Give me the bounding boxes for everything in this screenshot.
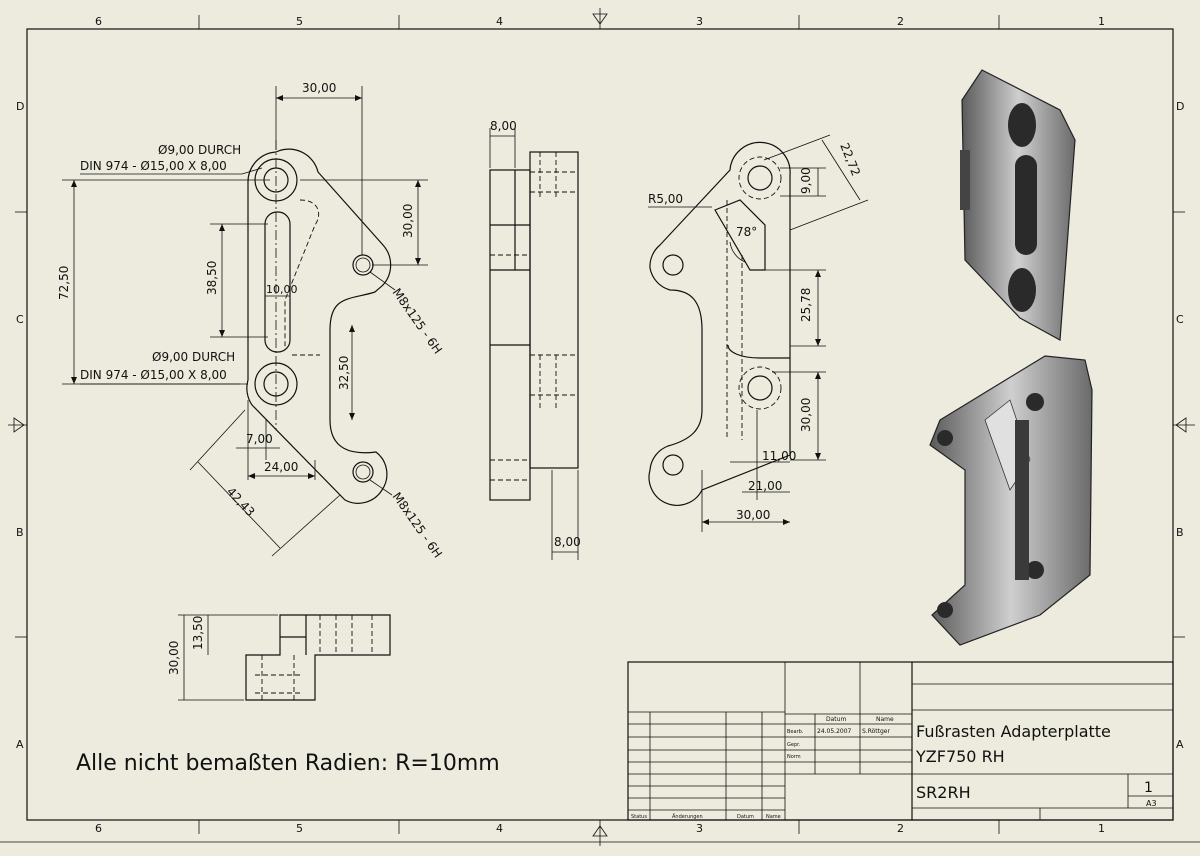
tb-foot-name: Name (766, 814, 781, 820)
tb-col-datum: Datum (826, 716, 846, 723)
zone-bottom-4: 4 (496, 822, 503, 835)
front-view (246, 140, 392, 504)
tb-format: A3 (1146, 799, 1157, 808)
thread-callout-top: M8x125 - 6H (390, 286, 445, 357)
zone-top-1: 1 (1098, 15, 1105, 28)
zone-bottom-5: 5 (296, 822, 303, 835)
dim-rear-radius: R5,00 (648, 192, 683, 206)
zone-left-C: C (16, 313, 24, 326)
dim-bottom-h1350: 13,50 (191, 616, 205, 650)
zone-top-4: 4 (496, 15, 503, 28)
dim-rear-diagonal: 22,72 (837, 141, 863, 178)
tb-foot-changes: Änderungen (672, 813, 703, 820)
hole-callout-top-line2: DIN 974 - Ø15,00 X 8,00 (80, 159, 227, 173)
dim-side-bottom-width: 8,00 (554, 535, 581, 549)
zone-top-5: 5 (296, 15, 303, 28)
dim-rear-angle: 78° (736, 225, 757, 239)
tb-date: 24.05.2007 (817, 728, 852, 735)
tb-title-line2: YZF750 RH (915, 747, 1005, 766)
isometric-view-top (960, 69, 1076, 341)
thread-callout-bottom: M8x125 - 6H (390, 490, 445, 561)
dim-front-diagonal: 42,43 (224, 484, 258, 519)
zone-left-B: B (16, 526, 24, 539)
dim-front-right-offset: 30,00 (401, 204, 415, 238)
general-note: Alle nicht bemaßten Radien: R=10mm (76, 751, 500, 776)
sheet-frame (0, 8, 1200, 846)
zone-right-C: C (1176, 313, 1184, 326)
tb-foot-status: Status (631, 814, 647, 820)
dim-front-inner-gap: 32,50 (337, 356, 351, 390)
dim-rear-h30: 30,00 (736, 508, 770, 522)
tb-row-bearb: Bearb. (787, 729, 804, 735)
side-view (489, 151, 579, 501)
dim-rear-v2578: 25,78 (799, 288, 813, 322)
zone-bottom-3: 3 (696, 822, 703, 835)
bottom-view-dimensions: 30,00 13,50 (167, 614, 278, 701)
zone-right-A: A (1176, 738, 1184, 751)
zone-top-3: 3 (696, 15, 703, 28)
front-view-dimensions: 30,00 Ø9,00 DURCH DIN 974 - Ø15,00 X 8,0… (57, 81, 445, 560)
hole-callout-bottom-line2: DIN 974 - Ø15,00 X 8,00 (80, 368, 227, 382)
tb-foot-date: Datum (737, 814, 754, 820)
isometric-view-bottom (929, 355, 1093, 646)
dim-front-bottom-24: 24,00 (264, 460, 298, 474)
zone-left-A: A (16, 738, 24, 751)
tb-col-name: Name (876, 716, 894, 723)
dim-front-height-total: 72,50 (57, 266, 71, 300)
zone-labels: 6 5 4 3 2 1 6 5 4 3 2 1 D C B A D C B A (16, 15, 1184, 835)
hole-callout-top-line1: Ø9,00 DURCH (158, 143, 241, 157)
tb-title-line1: Fußrasten Adapterplatte (916, 722, 1111, 741)
bottom-view (245, 614, 391, 701)
hole-callout-bottom-line1: Ø9,00 DURCH (152, 350, 235, 364)
title-block (627, 661, 1174, 821)
dim-front-bottom-7: 7,00 (246, 432, 273, 446)
rear-view-dimensions: R5,00 22,72 9,00 78° 25,78 30,00 11,00 2… (648, 134, 869, 532)
tb-drawing-number: SR2RH (916, 783, 971, 802)
zone-bottom-2: 2 (897, 822, 904, 835)
dim-front-width-top: 30,00 (302, 81, 336, 95)
zone-top-2: 2 (897, 15, 904, 28)
tb-author: S.Röttger (862, 728, 890, 735)
dim-rear-h11: 11,00 (762, 449, 796, 463)
dim-rear-h21: 21,00 (748, 479, 782, 493)
zone-right-B: B (1176, 526, 1184, 539)
dim-front-slot-width: 10,00 (266, 283, 298, 296)
dim-rear-v9: 9,00 (799, 167, 813, 194)
zone-left-D: D (16, 100, 24, 113)
rear-view (648, 141, 791, 506)
zone-bottom-1: 1 (1098, 822, 1105, 835)
zone-top-6: 6 (95, 15, 102, 28)
dim-bottom-h30: 30,00 (167, 641, 181, 675)
side-view-dimensions: 8,00 8,00 (489, 119, 581, 560)
tb-row-norm: Norm (787, 754, 801, 760)
zone-right-D: D (1176, 100, 1184, 113)
tb-row-gepr: Gepr. (787, 742, 801, 748)
title-block-text: Datum Name Bearb. Gepr. Norm 24.05.2007 … (631, 716, 1157, 820)
tb-sheet-number: 1 (1144, 780, 1153, 796)
dim-side-top-width: 8,00 (490, 119, 517, 133)
zone-bottom-6: 6 (95, 822, 102, 835)
dim-front-slot-length: 38,50 (205, 261, 219, 295)
dim-rear-v30: 30,00 (799, 398, 813, 432)
